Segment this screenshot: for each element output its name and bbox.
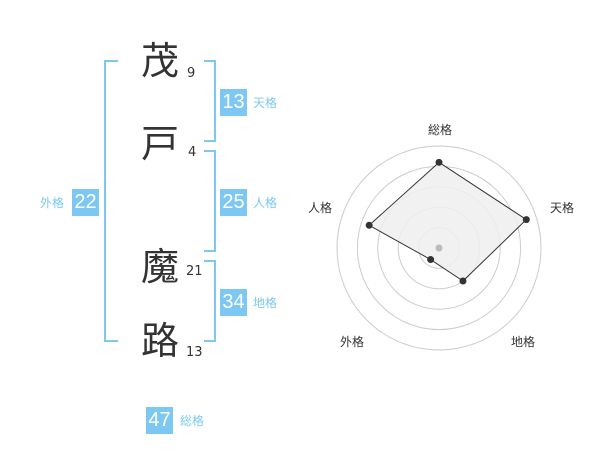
jinkaku-label: 人格 bbox=[253, 196, 278, 210]
jinkaku-bracket bbox=[204, 150, 216, 252]
chikaku-badge: 34 bbox=[220, 289, 247, 316]
name-char-2: 戸 bbox=[141, 122, 180, 166]
radar-point-1 bbox=[435, 158, 443, 166]
radar-value-polygon bbox=[368, 161, 528, 282]
radar-point-2 bbox=[522, 216, 530, 224]
radar-label-tenkaku: 天格 bbox=[550, 201, 575, 215]
radar-label-jinkaku: 人格 bbox=[308, 201, 333, 215]
chikaku-label: 地格 bbox=[253, 296, 278, 310]
name-char-1: 茂 bbox=[141, 39, 180, 83]
gaikaku-label: 外格 bbox=[40, 196, 65, 210]
soukaku-badge: 47 bbox=[146, 407, 173, 434]
soukaku-label: 総格 bbox=[180, 414, 205, 428]
tenkaku-bracket bbox=[204, 60, 216, 142]
radar-center-dot bbox=[435, 244, 443, 252]
stroke-count-3: 21 bbox=[186, 264, 203, 279]
gaikaku-bracket bbox=[104, 60, 118, 342]
radar-point-5 bbox=[365, 221, 373, 229]
stroke-count-2: 4 bbox=[188, 145, 197, 160]
tenkaku-badge: 13 bbox=[220, 89, 247, 116]
radar-grid-ring bbox=[336, 145, 542, 351]
jinkaku-badge: 25 bbox=[220, 189, 247, 216]
radar-label-soukaku: 総格 bbox=[428, 123, 453, 137]
chikaku-bracket bbox=[204, 260, 216, 342]
radar-label-chikaku: 地格 bbox=[511, 335, 536, 349]
name-char-3: 魔 bbox=[141, 245, 180, 289]
gaikaku-badge: 22 bbox=[72, 189, 99, 216]
name-char-4: 路 bbox=[141, 319, 180, 363]
tenkaku-label: 天格 bbox=[253, 96, 278, 110]
stroke-count-1: 9 bbox=[187, 66, 196, 81]
radar-label-gaikaku: 外格 bbox=[340, 335, 365, 349]
stroke-count-4: 13 bbox=[186, 345, 203, 360]
radar-point-4 bbox=[427, 256, 435, 264]
radar-point-3 bbox=[459, 277, 467, 285]
